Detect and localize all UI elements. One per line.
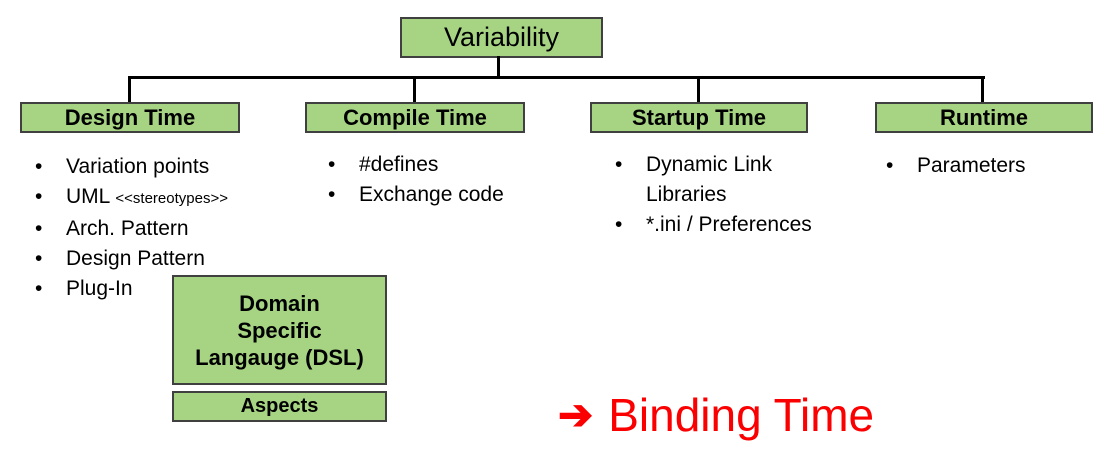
bullet-icon: • [328,183,336,206]
header-label-design-time: Design Time [64,104,196,130]
bullet-icon: • [35,185,43,208]
list-item-label: Exchange code [359,183,504,206]
header-box-design-time: Design Time [20,102,240,133]
header-label-startup-time: Startup Time [631,104,767,130]
bullet-icon: • [35,217,43,240]
list-item: • Design Pattern [35,244,280,274]
header-box-runtime: Runtime [875,102,1093,133]
list-item-label: UML <<stereotypes>> [66,182,280,214]
list-item-label: #defines [359,153,439,176]
dsl-line-1: Domain [239,290,320,316]
header-box-compile-time: Compile Time [305,102,525,133]
connector-stub-design [128,78,131,104]
runtime-list: • Parameters [886,151,1101,181]
list-item: • *.ini / Preferences [615,210,815,240]
list-item: • Parameters [886,151,1101,181]
list-item: • UML <<stereotypes>> [35,182,280,214]
connector-root-vertical [497,56,500,78]
connector-stub-compile [413,78,416,104]
list-item-label: Dynamic Link Libraries [646,153,773,206]
list-item: • Variation points [35,152,280,182]
right-arrow-icon: ➔ [558,391,594,438]
startup-time-list: • Dynamic Link Libraries • *.ini / Prefe… [615,150,815,240]
compile-time-list: • #defines • Exchange code [328,150,558,210]
bullet-icon: • [35,247,43,270]
stereotypes-label: <<stereotypes>> [115,190,228,207]
dsl-line-3: Langauge (DSL) [195,344,364,370]
list-item: • Dynamic Link Libraries [615,150,815,210]
dsl-line-2: Specific [237,317,322,343]
list-item-label: Parameters [917,154,1026,177]
connector-stub-startup [697,78,700,104]
aspects-box: Aspects [172,391,387,422]
header-label-runtime: Runtime [940,104,1028,130]
bullet-icon: • [35,155,43,178]
list-item-label: Plug-In [66,277,133,300]
list-item: • Arch. Pattern [35,214,280,244]
bullet-icon: • [35,277,43,300]
uml-label: UML [66,185,110,208]
connector-horizontal [128,76,985,79]
binding-time-label: Binding Time [608,389,875,441]
root-label: Variability [443,22,560,52]
list-item-label: Variation points [66,155,210,178]
list-item-label: Design Pattern [66,247,205,270]
header-label-compile-time: Compile Time [343,104,487,130]
binding-time-annotation: ➔ Binding Time [558,386,874,444]
bullet-icon: • [615,153,623,176]
list-item-label: Arch. Pattern [66,217,189,240]
list-item: • Plug-In [35,274,280,304]
list-item: • Exchange code [328,180,558,210]
root-box-variability: Variability [400,17,603,58]
design-time-list: • Variation points • UML <<stereotypes>>… [35,152,280,304]
aspects-label: Aspects [240,395,319,417]
dsl-box: Domain Specific Langauge (DSL) [172,275,387,385]
list-item: • #defines [328,150,558,180]
bullet-icon: • [328,153,336,176]
bullet-icon: • [615,213,623,236]
header-box-startup-time: Startup Time [590,102,808,133]
bullet-icon: • [886,154,894,177]
list-item-label: *.ini / Preferences [646,213,812,236]
connector-stub-runtime [981,78,984,104]
